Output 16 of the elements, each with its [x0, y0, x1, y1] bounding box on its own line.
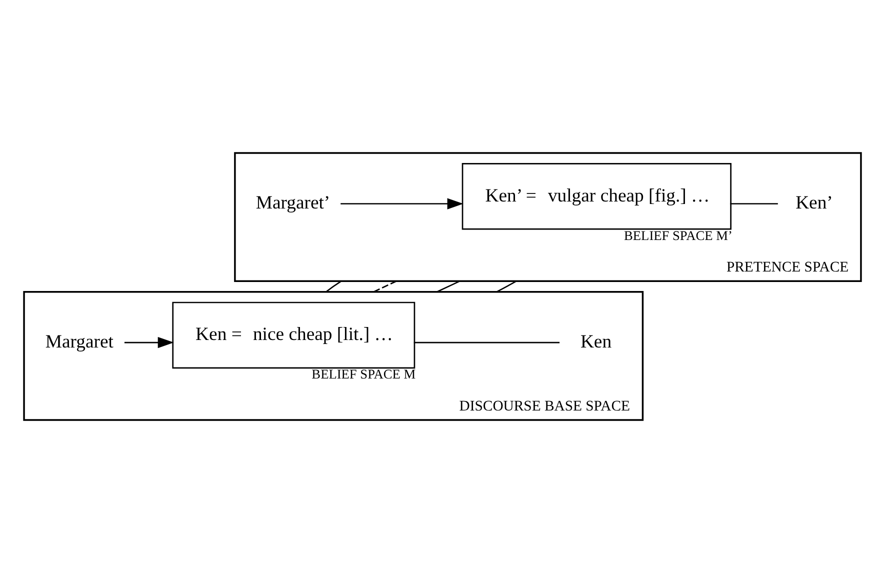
connector [326, 280, 342, 292]
node-text: Margaret [45, 332, 114, 352]
node-text: Ken [580, 332, 612, 352]
connector [436, 280, 460, 292]
node-label: BELIEF SPACE M’ [624, 228, 732, 243]
node-label: BELIEF SPACE M [312, 366, 416, 382]
arrow [124, 336, 174, 348]
node-text: Margaret’ [256, 192, 330, 214]
node-box: Ken = nice cheap [lit.] … [172, 302, 416, 369]
connector [730, 203, 778, 204]
connector [414, 342, 560, 344]
node-text: Ken’ [796, 192, 833, 214]
connector [496, 280, 517, 292]
connector [373, 280, 397, 292]
arrow [340, 198, 464, 210]
node-box: Ken’ = vulgar cheap [fig.] … [462, 163, 732, 230]
